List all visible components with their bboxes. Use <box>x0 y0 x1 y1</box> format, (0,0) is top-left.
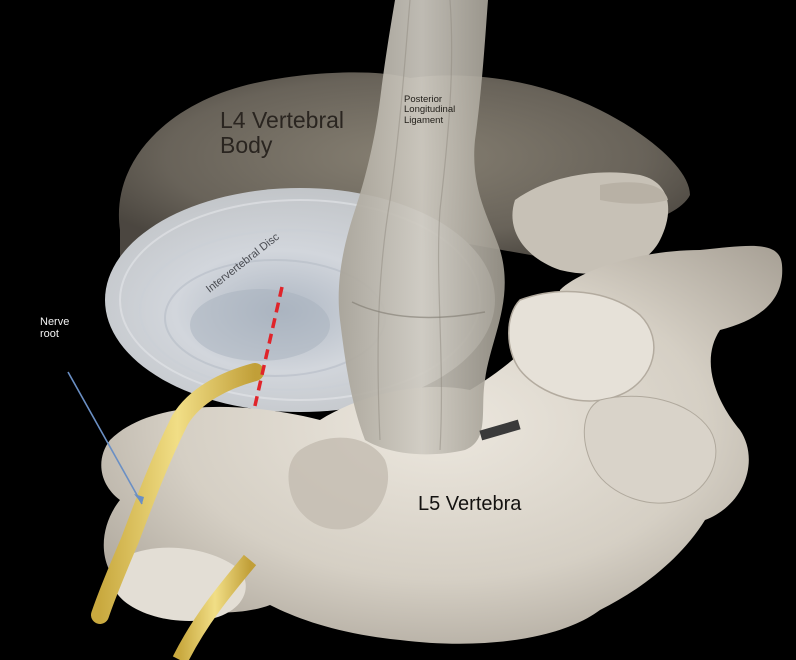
l4-vertebral-body-label: L4 Vertebral Body <box>220 108 390 159</box>
posterior-longitudinal-ligament-label: Posterior Longitudinal Ligament <box>404 95 514 126</box>
nerve-root-label: Nerve root <box>40 316 100 340</box>
l5-vertebra-label: L5 Vertebra <box>418 493 521 515</box>
